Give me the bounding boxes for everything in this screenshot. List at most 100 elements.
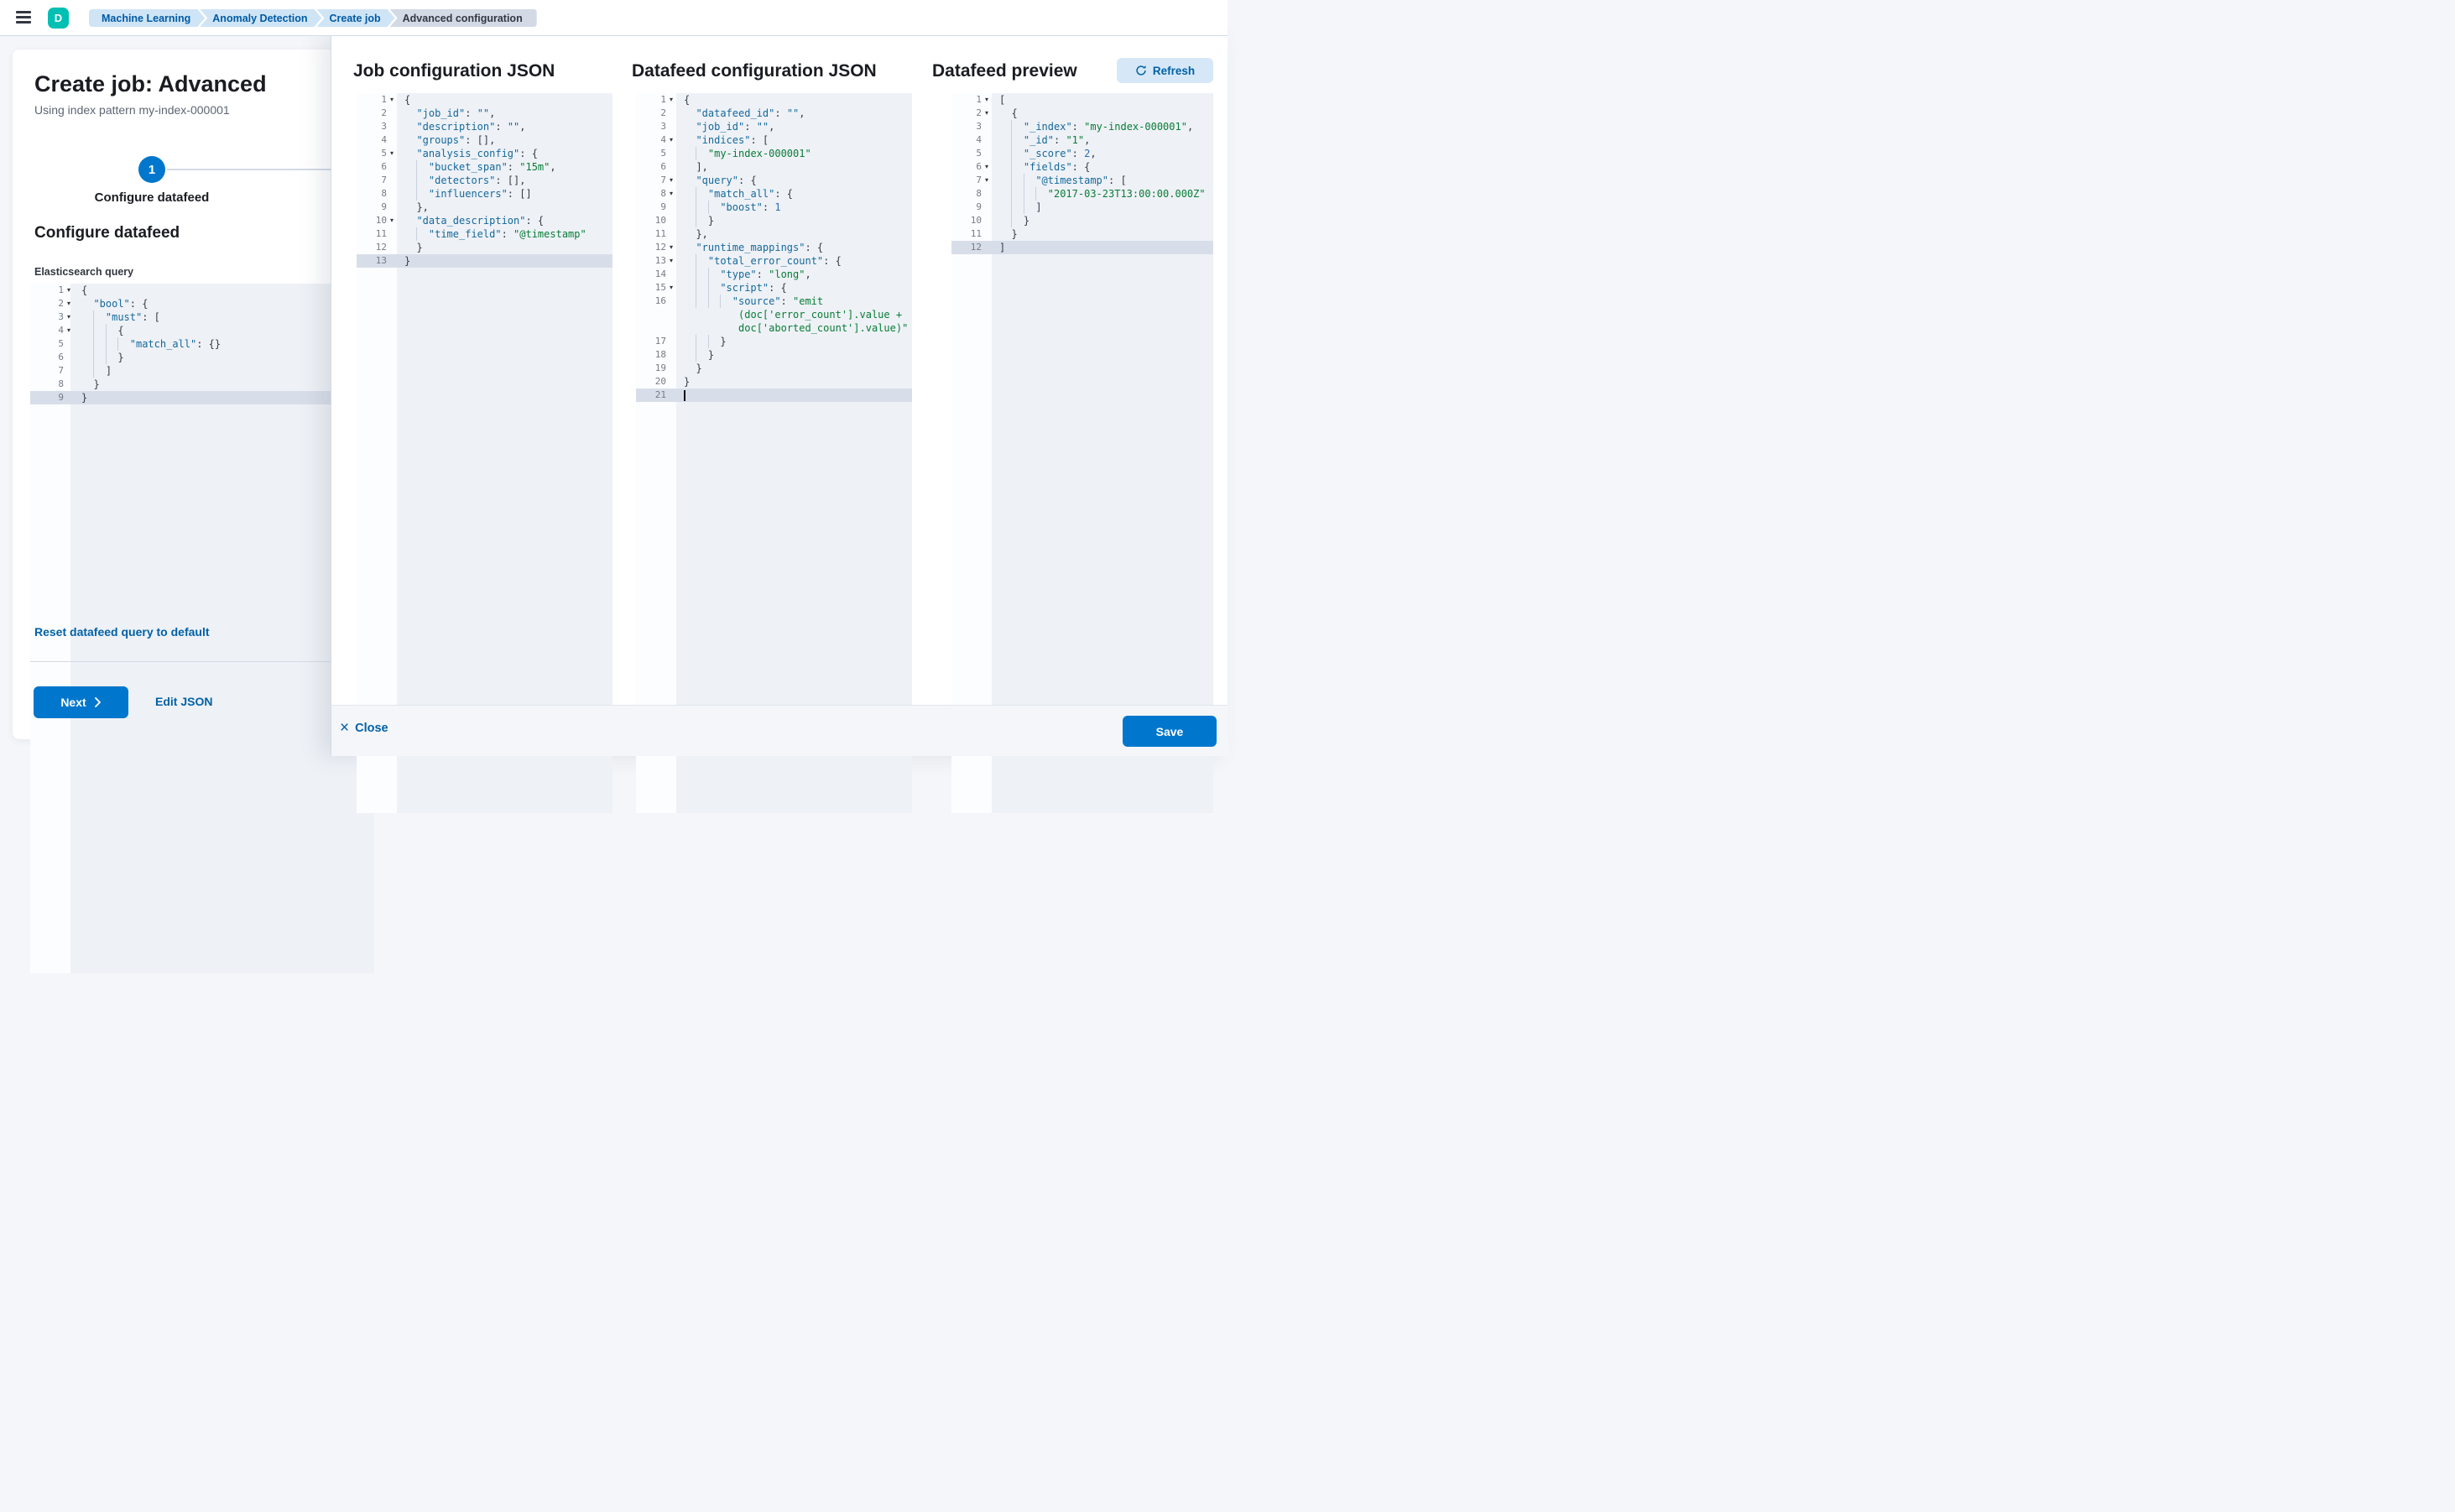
edit-json-link[interactable]: Edit JSON — [155, 695, 212, 708]
code-line: 17} — [636, 335, 912, 348]
code-line: 8"influencers": [] — [357, 187, 612, 201]
code-line: 21 — [636, 388, 912, 402]
code-line: 7▾"@timestamp": [ — [951, 174, 1213, 187]
code-line: 1▾{ — [357, 93, 612, 107]
code-line: 4"_id": "1", — [951, 133, 1213, 147]
user-avatar[interactable]: D — [48, 8, 69, 29]
fold-caret-icon[interactable]: ▾ — [387, 214, 397, 227]
code-line: 14"type": "long", — [636, 268, 912, 281]
code-line: 3"job_id": "", — [636, 120, 912, 133]
code-line: 6} — [30, 351, 374, 364]
code-line: 6"bucket_span": "15m", — [357, 160, 612, 174]
create-job-wizard-panel: Create job: Advanced Using index pattern… — [13, 50, 382, 739]
step-1-indicator[interactable]: 1 — [138, 156, 165, 183]
refresh-button[interactable]: Refresh — [1117, 58, 1213, 83]
code-line: 4▾"indices": [ — [636, 133, 912, 147]
code-line: 2▾"bool": { — [30, 297, 374, 310]
chevron-right-icon — [94, 697, 102, 707]
breadcrumb-anomaly-detection[interactable]: Anomaly Detection — [200, 9, 321, 27]
fold-caret-icon[interactable]: ▾ — [982, 107, 992, 120]
breadcrumb: Machine Learning Anomaly Detection Creat… — [89, 9, 537, 27]
code-line: 12▾"runtime_mappings": { — [636, 241, 912, 254]
close-button[interactable]: × Close — [340, 720, 388, 736]
code-line: 10▾"data_description": { — [357, 214, 612, 227]
code-line: 12] — [951, 241, 1213, 254]
fold-caret-icon[interactable]: ▾ — [666, 254, 676, 268]
code-line: 4▾{ — [30, 324, 374, 337]
code-line: 5"my-index-000001" — [636, 147, 912, 160]
code-line: 7▾"query": { — [636, 174, 912, 187]
code-line: 2"datafeed_id": "", — [636, 107, 912, 120]
menu-icon[interactable] — [16, 11, 31, 24]
text-cursor — [684, 390, 685, 401]
code-line: 18} — [636, 348, 912, 362]
step-1-label: Configure datafeed — [89, 190, 215, 205]
flyout-footer: × Close Save — [331, 705, 1228, 756]
top-header: D Machine Learning Anomaly Detection Cre… — [0, 0, 1228, 36]
code-line: 9} — [30, 391, 374, 404]
code-line: 13} — [357, 254, 612, 268]
page-title: Create job: Advanced — [34, 71, 267, 97]
datafeed-config-title: Datafeed configuration JSON — [632, 61, 877, 81]
fold-caret-icon[interactable]: ▾ — [387, 147, 397, 160]
fold-caret-icon[interactable]: ▾ — [982, 93, 992, 107]
configure-datafeed-heading: Configure datafeed — [34, 224, 180, 242]
code-line: 2"job_id": "", — [357, 107, 612, 120]
next-button-label: Next — [60, 696, 86, 709]
code-line: 8▾"match_all": { — [636, 187, 912, 201]
code-line: 11} — [951, 227, 1213, 241]
fold-caret-icon[interactable]: ▾ — [64, 310, 74, 324]
fold-caret-icon[interactable]: ▾ — [666, 174, 676, 187]
code-line: 6▾"fields": { — [951, 160, 1213, 174]
code-line: 8} — [30, 378, 374, 391]
code-line: 15▾"script": { — [636, 281, 912, 295]
code-line: 10} — [951, 214, 1213, 227]
code-line: 9"boost": 1 — [636, 201, 912, 214]
breadcrumb-create-job[interactable]: Create job — [317, 9, 395, 27]
code-line: 11}, — [636, 227, 912, 241]
code-line: 16"source": "emit — [636, 295, 912, 308]
code-line: 3▾"must": [ — [30, 310, 374, 324]
code-line: 5▾"analysis_config": { — [357, 147, 612, 160]
code-line: 12} — [357, 241, 612, 254]
fold-caret-icon[interactable]: ▾ — [666, 93, 676, 107]
fold-caret-icon[interactable]: ▾ — [64, 284, 74, 297]
close-icon: × — [340, 720, 349, 736]
fold-caret-icon[interactable]: ▾ — [982, 174, 992, 187]
breadcrumb-machine-learning[interactable]: Machine Learning — [89, 9, 205, 27]
save-button[interactable]: Save — [1123, 716, 1217, 747]
fold-caret-icon[interactable]: ▾ — [666, 281, 676, 295]
index-pattern-subtitle: Using index pattern my-index-000001 — [34, 103, 230, 117]
code-line: 9] — [951, 201, 1213, 214]
code-line: 7"detectors": [], — [357, 174, 612, 187]
refresh-icon — [1135, 65, 1147, 76]
code-line: 19} — [636, 362, 912, 375]
code-line: 10} — [636, 214, 912, 227]
elasticsearch-query-label: Elasticsearch query — [34, 266, 133, 278]
next-button[interactable]: Next — [34, 686, 128, 718]
fold-caret-icon[interactable]: ▾ — [64, 297, 74, 310]
fold-caret-icon[interactable]: ▾ — [666, 133, 676, 147]
reset-datafeed-query-link[interactable]: Reset datafeed query to default — [34, 625, 210, 639]
code-line: doc['aborted_count'].value)" — [636, 321, 912, 335]
code-line: 9}, — [357, 201, 612, 214]
code-line: 2▾{ — [951, 107, 1213, 120]
close-button-label: Close — [355, 722, 388, 735]
code-line: 7] — [30, 364, 374, 378]
wizard-divider — [30, 661, 382, 662]
job-config-title: Job configuration JSON — [353, 61, 555, 81]
fold-caret-icon[interactable]: ▾ — [666, 241, 676, 254]
fold-caret-icon[interactable]: ▾ — [666, 187, 676, 201]
fold-caret-icon[interactable]: ▾ — [982, 160, 992, 174]
fold-caret-icon[interactable]: ▾ — [387, 93, 397, 107]
code-line: 1▾{ — [30, 284, 374, 297]
code-line: 1▾[ — [951, 93, 1213, 107]
code-line: (doc['error_count'].value + — [636, 308, 912, 321]
code-line: 8"2017-03-23T13:00:00.000Z" — [951, 187, 1213, 201]
code-line: 11"time_field": "@timestamp" — [357, 227, 612, 241]
code-line: 1▾{ — [636, 93, 912, 107]
code-line: 4"groups": [], — [357, 133, 612, 147]
edit-json-flyout: Job configuration JSON Datafeed configur… — [331, 36, 1228, 756]
fold-caret-icon[interactable]: ▾ — [64, 324, 74, 337]
code-line: 3"_index": "my-index-000001", — [951, 120, 1213, 133]
